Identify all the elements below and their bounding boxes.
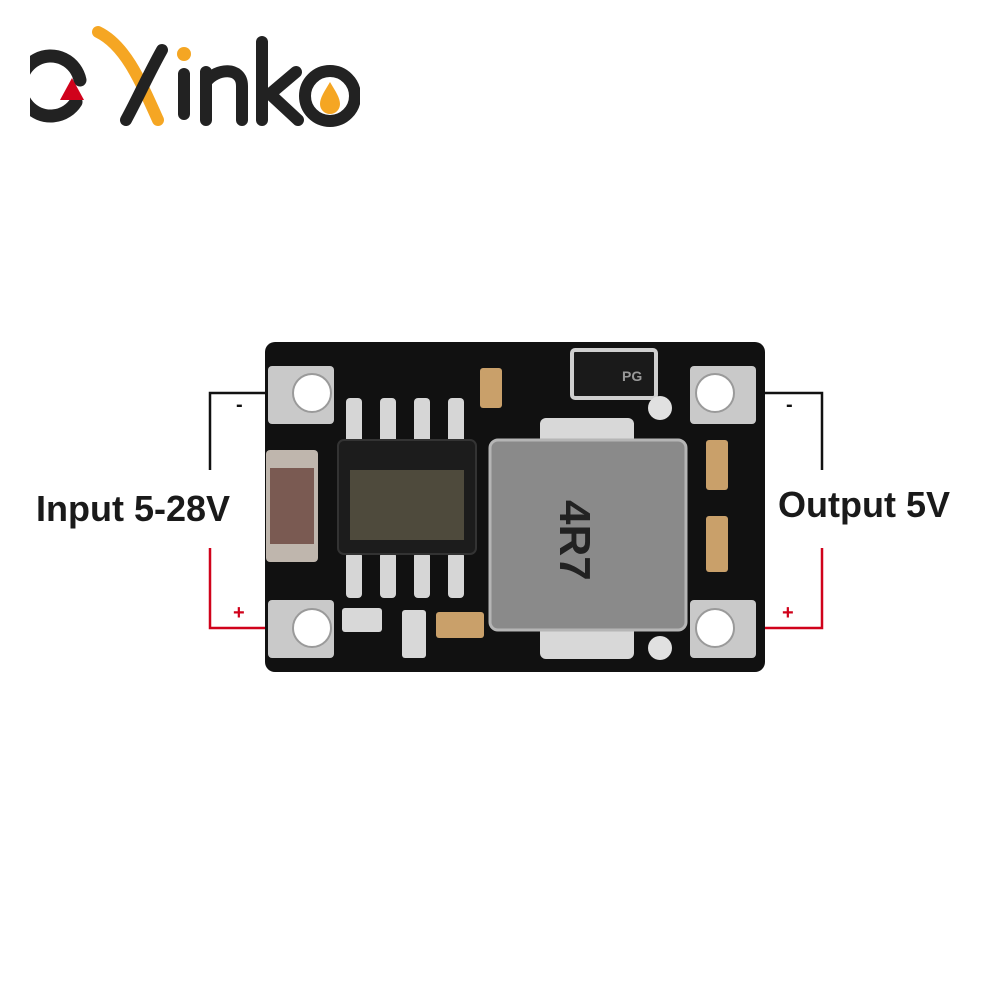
smd-cap-right-2 <box>706 516 728 572</box>
input-voltage-label: Input 5-28V <box>36 488 231 529</box>
pad-input-positive <box>268 600 334 658</box>
input-negative-sign: - <box>236 394 243 416</box>
smd-cap-right-1 <box>706 440 728 490</box>
output-voltage-label: Output 5V <box>778 484 950 525</box>
smd-resistor-top <box>480 368 502 408</box>
diode-marking: PG <box>622 368 642 384</box>
output-negative-sign: - <box>786 394 793 416</box>
pad-output-positive <box>690 600 756 658</box>
test-point-top <box>648 396 672 420</box>
input-capacitor <box>266 450 318 562</box>
test-point-bottom <box>648 636 672 660</box>
diode: PG <box>570 348 658 400</box>
exinko-logo <box>30 26 360 127</box>
smd-part-bottom-2 <box>402 610 426 658</box>
ic-chip <box>337 398 477 598</box>
input-positive-sign: + <box>233 602 245 624</box>
smd-part-bottom-3 <box>436 612 484 638</box>
pad-input-negative <box>268 366 334 424</box>
inductor-marking: 4R7 <box>550 500 599 581</box>
pad-output-negative <box>690 366 756 424</box>
smd-part-bottom-1 <box>342 608 382 632</box>
inductor: 4R7 <box>488 418 688 659</box>
output-positive-sign: + <box>782 602 794 624</box>
